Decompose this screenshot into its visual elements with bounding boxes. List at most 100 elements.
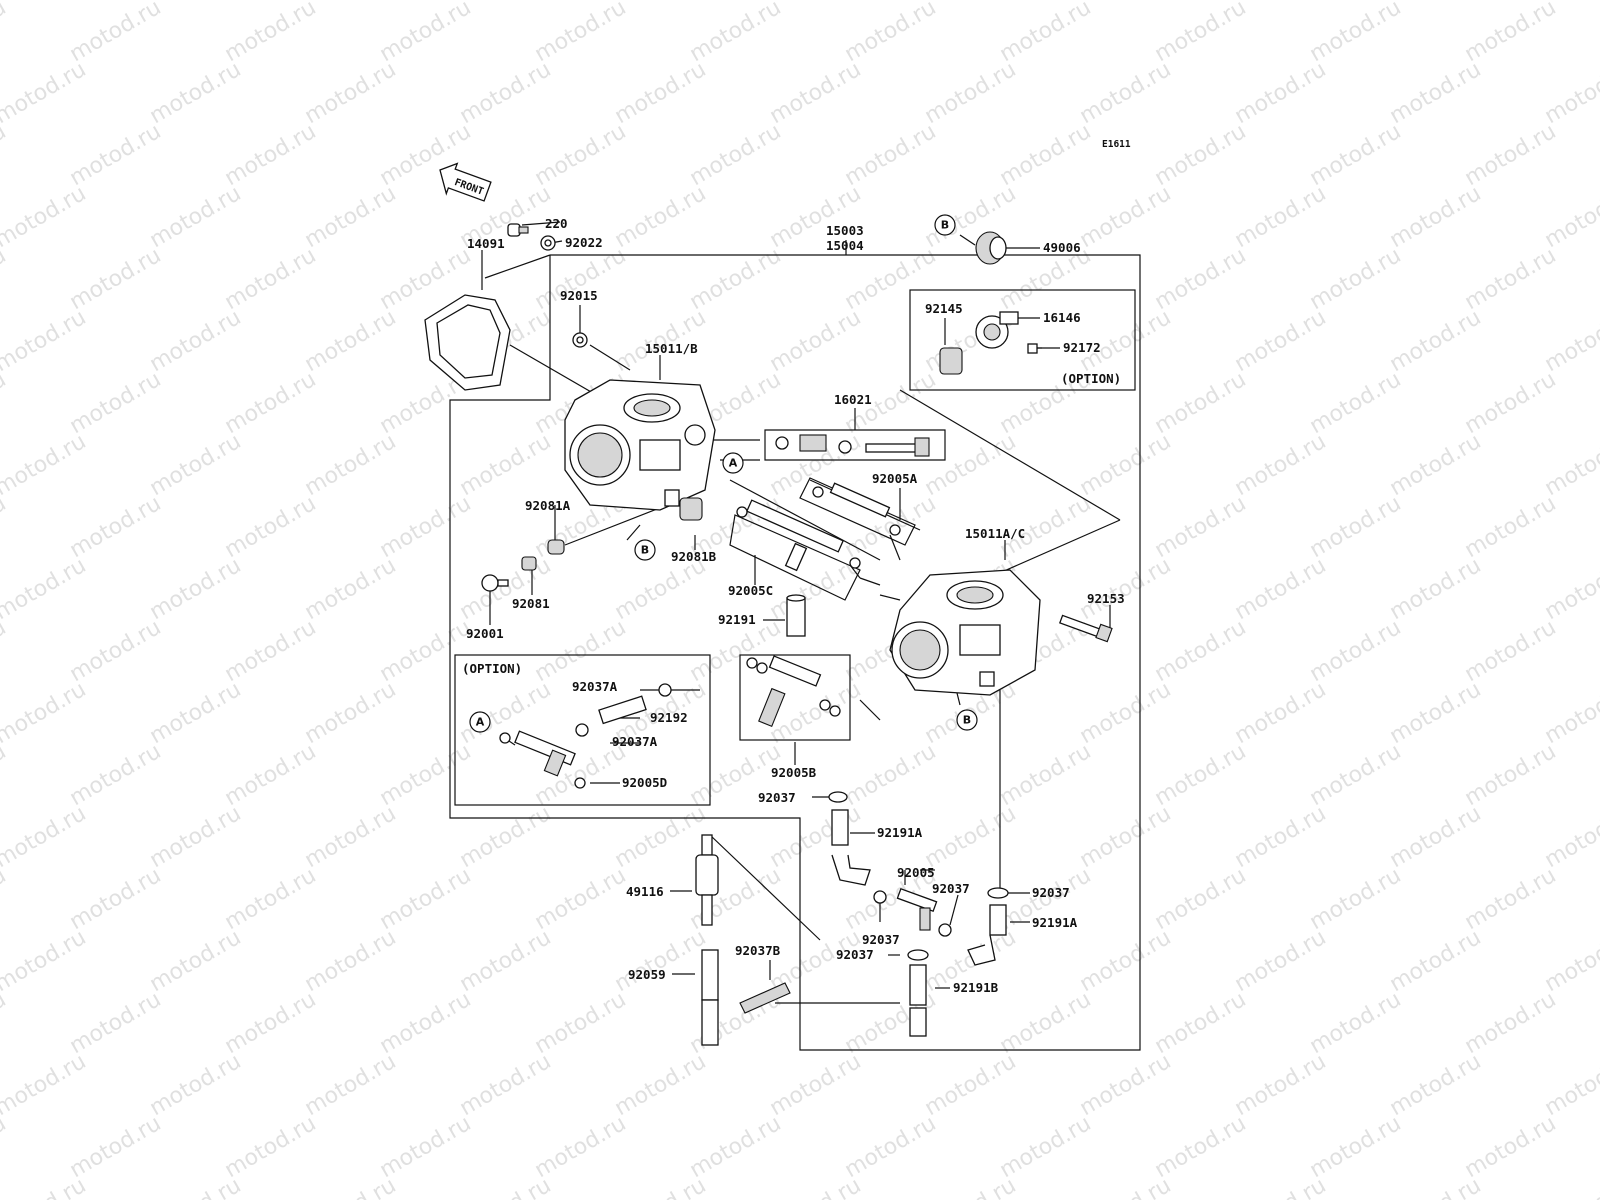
watermark-text: motod.ru (146, 57, 246, 129)
watermark-text: motod.ru (766, 1049, 866, 1121)
watermark-text: motod.ru (0, 0, 10, 67)
option-box-left: (OPTION) (454, 654, 711, 806)
watermark-text: motod.ru (1541, 305, 1600, 377)
option-label-top: (OPTION) (1061, 371, 1121, 386)
watermark-text: motod.ru (1076, 1049, 1176, 1121)
label-92005: 92005 (897, 865, 935, 880)
watermark-text: motod.ru (66, 367, 166, 439)
watermark-text: motod.ru (0, 801, 90, 873)
part-sensor-16146 (975, 311, 1019, 349)
watermark-text: motod.ru (1306, 243, 1406, 315)
watermark-text: motod.ru (301, 57, 401, 129)
watermark-text: motod.ru (1151, 739, 1251, 811)
part-hose-92191b (909, 964, 927, 1037)
part-clip-92037-4 (987, 887, 1009, 899)
watermark-text: motod.ru (1461, 1111, 1561, 1183)
part-screw-220 (507, 223, 529, 237)
watermark-text: motod.ru (0, 863, 10, 935)
watermark-text: motod.ru (686, 119, 786, 191)
watermark-text: motod.ru (221, 119, 321, 191)
label-92005d: 92005D (622, 775, 667, 790)
part-spring-92081 (521, 556, 537, 571)
watermark-text: motod.ru (0, 0, 90, 5)
watermark-text: motod.ru (1386, 1173, 1486, 1200)
watermark-text: motod.ru (531, 615, 631, 687)
label-92081b: 92081B (671, 549, 717, 564)
watermark-text: motod.ru (146, 925, 246, 997)
watermark-text: motod.ru (686, 1111, 786, 1183)
watermark-text: motod.ru (921, 801, 1021, 873)
ref-marker-b-1: B (934, 214, 956, 236)
part-tube-92005a (799, 477, 916, 546)
watermark-text: motod.ru (456, 925, 556, 997)
watermark-text: motod.ru (1306, 863, 1406, 935)
label-92037-3: 92037 (862, 932, 900, 947)
watermark-text: motod.ru (1306, 491, 1406, 563)
watermark-text: motod.ru (1386, 305, 1486, 377)
watermark-text: motod.ru (531, 987, 631, 1059)
watermark-text: motod.ru (531, 863, 631, 935)
watermark-text: motod.ru (531, 0, 631, 67)
watermark-text: motod.ru (996, 1111, 1096, 1183)
watermark-text: motod.ru (221, 243, 321, 315)
watermark-text: motod.ru (611, 57, 711, 129)
watermark-text: motod.ru (996, 0, 1096, 67)
label-92059: 92059 (628, 967, 666, 982)
watermark-text: motod.ru (996, 987, 1096, 1059)
svg-text:B: B (641, 544, 649, 557)
watermark-text: motod.ru (841, 1111, 941, 1183)
watermark-text: motod.ru (611, 181, 711, 253)
watermark-text: motod.ru (1151, 1111, 1251, 1183)
label-92001: 92001 (466, 626, 504, 641)
part-plug-49006 (975, 231, 1007, 265)
watermark-text: motod.ru (146, 429, 246, 501)
watermark-text: motod.ru (0, 925, 90, 997)
watermark-text: motod.ru (996, 119, 1096, 191)
watermark-text: motod.ru (301, 181, 401, 253)
watermark-text: motod.ru (66, 739, 166, 811)
watermark-text: motod.ru (1231, 1049, 1331, 1121)
watermark-text: motod.ru (921, 429, 1021, 501)
watermark-text: motod.ru (1151, 615, 1251, 687)
label-92037b: 92037B (735, 943, 781, 958)
part-clip-92037b (739, 982, 791, 1014)
watermark-text: motod.ru (221, 1111, 321, 1183)
label-15011b: 15011/B (645, 341, 698, 356)
watermark-text: motod.ru (766, 305, 866, 377)
watermark-text: motod.ru (0, 987, 10, 1059)
label-14091: 14091 (467, 236, 505, 251)
watermark-text: motod.ru (1151, 119, 1251, 191)
option-box-top: (OPTION) (909, 289, 1136, 391)
watermark-text: motod.ru (531, 243, 631, 315)
label-49006: 49006 (1043, 240, 1081, 255)
watermark-text: motod.ru (0, 429, 90, 501)
watermark-text: motod.ru (66, 1111, 166, 1183)
watermark-text: motod.ru (1231, 57, 1331, 129)
watermark-text: motod.ru (766, 0, 866, 5)
watermark-text: motod.ru (0, 243, 10, 315)
watermark-text: motod.ru (921, 1049, 1021, 1121)
part-clip-92037-3 (873, 890, 887, 904)
watermark-text: motod.ru (456, 801, 556, 873)
watermark-text: motod.ru (1151, 987, 1251, 1059)
part-hose-92059 (701, 949, 719, 1046)
watermark-text: motod.ru (611, 1173, 711, 1200)
watermark-text: motod.ru (1306, 367, 1406, 439)
label-15011ac: 15011A/C (965, 526, 1025, 541)
watermark-text: motod.ru (1541, 429, 1600, 501)
label-92037-2: 92037 (932, 881, 970, 896)
part-bolt-92153 (1059, 614, 1113, 643)
part-clip-92037a-1 (658, 683, 672, 697)
watermark-text: motod.ru (1541, 925, 1600, 997)
watermark-text: motod.ru (0, 491, 10, 563)
watermark-text: motod.ru (531, 119, 631, 191)
watermark-text: motod.ru (376, 1111, 476, 1183)
label-92037-5: 92037 (836, 947, 874, 962)
watermark-text: motod.ru (1541, 1173, 1600, 1200)
watermark-text: motod.ru (921, 57, 1021, 129)
watermark-text: motod.ru (1461, 615, 1561, 687)
watermark-text: motod.ru (1461, 987, 1561, 1059)
part-screw-92172 (1027, 343, 1042, 354)
diagram-code: E1611 (1102, 139, 1131, 150)
watermark-text: motod.ru (686, 243, 786, 315)
